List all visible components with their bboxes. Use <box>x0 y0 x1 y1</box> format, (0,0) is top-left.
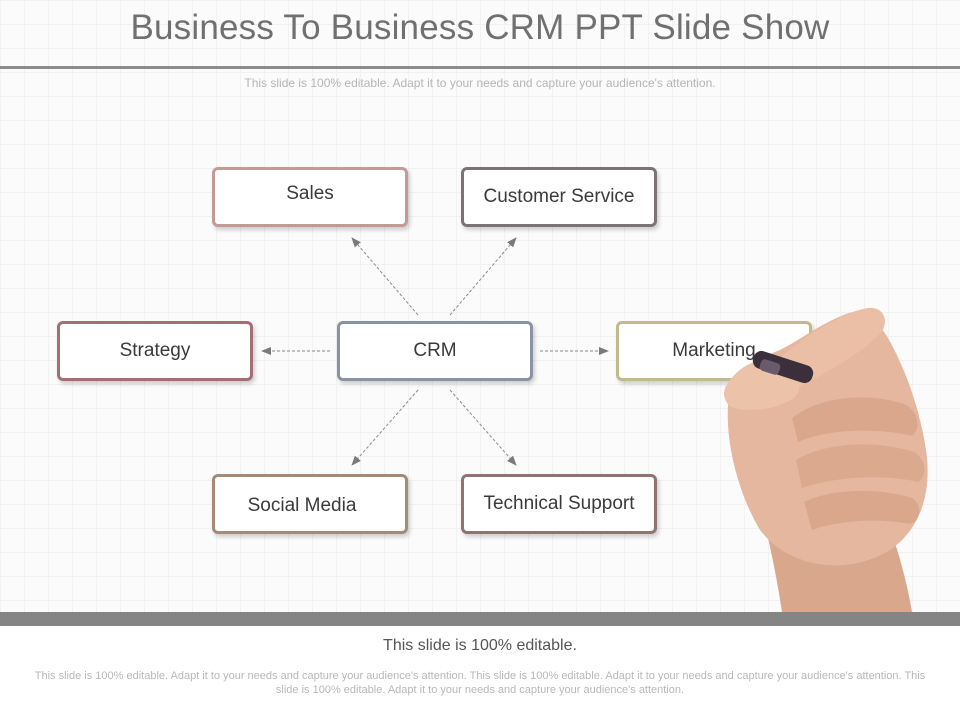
sales-label: Sales <box>286 183 334 204</box>
footer-headline: This slide is 100% editable. <box>383 637 577 654</box>
customer-service-node[interactable]: Customer Service <box>461 167 657 227</box>
footer-divider-bar <box>0 612 960 626</box>
strategy-label: Strategy <box>119 340 191 361</box>
marketing-label: Marketing <box>672 340 756 361</box>
social-media-node[interactable]: Social Media <box>212 474 408 534</box>
crm-center-label: CRM <box>413 340 457 361</box>
slide-subtitle: This slide is 100% editable. Adapt it to… <box>244 76 716 90</box>
technical-support-label: Technical Support <box>483 493 635 514</box>
hand-finger-2 <box>796 444 925 488</box>
strategy-node[interactable]: Strategy <box>57 321 253 381</box>
connector-sales <box>351 237 419 316</box>
technical-support-node[interactable]: Technical Support <box>461 474 657 534</box>
social-media-label: Social Media <box>247 495 357 516</box>
title-divider <box>0 66 960 69</box>
slide-canvas <box>0 0 960 612</box>
crm-center-node[interactable]: CRM <box>337 321 533 381</box>
hand-with-marker-image <box>724 307 928 612</box>
marker-pen <box>752 350 814 384</box>
connector-customer-service <box>449 237 517 316</box>
sales-node[interactable]: Sales <box>212 167 408 227</box>
connector-technical-support <box>449 389 517 466</box>
hand-finger-1 <box>792 397 918 442</box>
slide-title: Business To Business CRM PPT Slide Show <box>130 8 830 47</box>
hand-finger-3 <box>804 490 920 530</box>
connector-layer <box>261 237 609 466</box>
customer-service-label: Customer Service <box>483 186 635 207</box>
footer-body-text: This slide is 100% editable. Adapt it to… <box>34 670 926 696</box>
connector-social-media <box>351 389 419 466</box>
